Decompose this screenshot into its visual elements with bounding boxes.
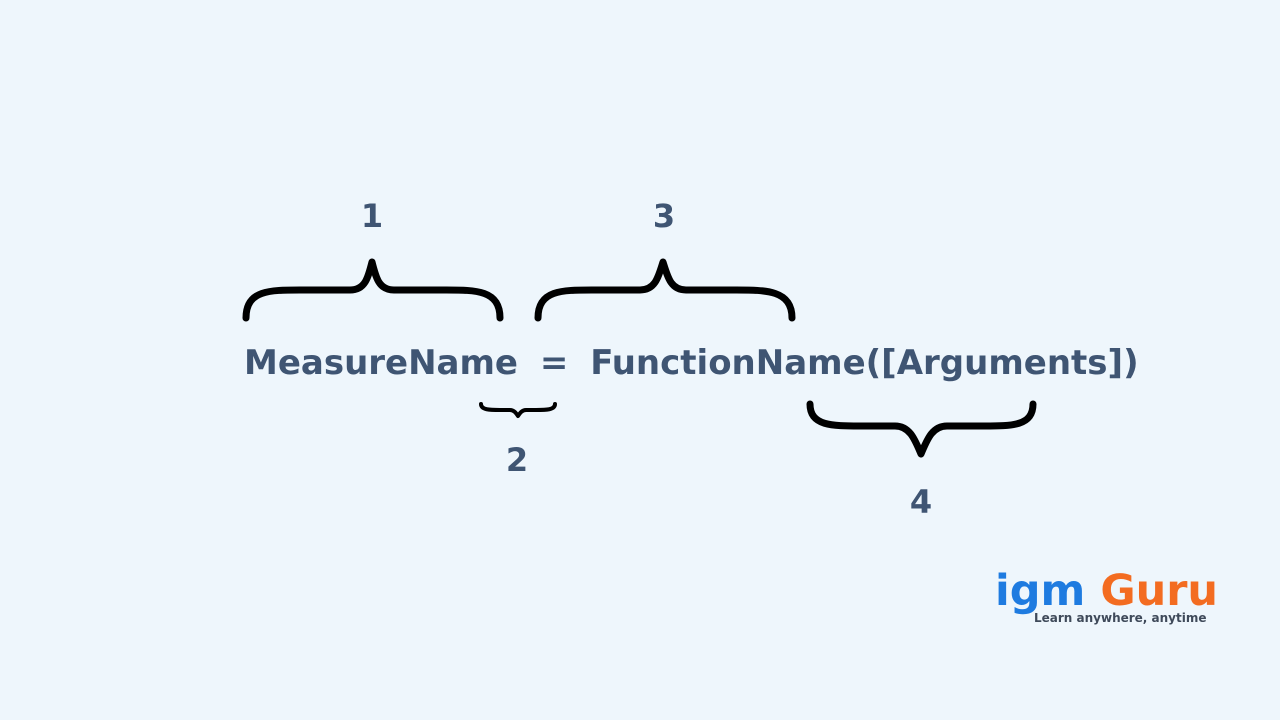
- label-2: 2: [506, 441, 528, 479]
- brace-4: [806, 400, 1037, 458]
- igmguru-logo: igm Guru Learn anywhere, anytime: [995, 566, 1218, 625]
- label-4: 4: [910, 483, 932, 521]
- formula-equals: =: [540, 343, 569, 383]
- brace-1: [242, 258, 504, 322]
- formula-measure-name: MeasureName: [244, 343, 518, 383]
- logo-part-orange: Guru: [1100, 566, 1218, 616]
- formula: MeasureName = FunctionName([Arguments]): [244, 343, 1139, 383]
- logo-tagline: Learn anywhere, anytime: [1034, 611, 1207, 625]
- brace-3: [534, 258, 796, 322]
- label-1: 1: [361, 197, 383, 235]
- logo-part-blue: igm: [995, 566, 1085, 616]
- label-3: 3: [653, 197, 675, 235]
- brace-2: [479, 402, 557, 418]
- logo-wordmark: igm Guru: [995, 566, 1218, 616]
- formula-function-name: FunctionName([Arguments]): [590, 343, 1138, 383]
